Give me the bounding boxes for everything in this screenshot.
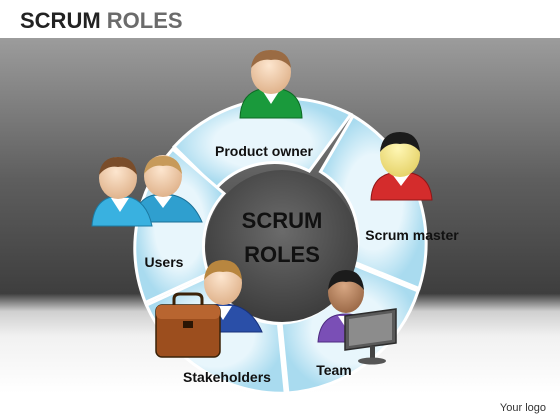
slide-title: SCRUM ROLES [20,8,183,34]
label-scrum-master: Scrum master [365,227,459,243]
title-light: ROLES [106,8,183,33]
monitor-icon [344,308,397,365]
person-red-icon [370,132,433,201]
person-cyan-icon [91,157,153,227]
person-green-icon [239,50,303,119]
label-users: Users [145,254,184,270]
center-line2: ROLES [244,242,320,267]
person-tan-icon [133,155,203,223]
label-stakeholders: Stakeholders [183,369,271,385]
logo-text: Your logo [499,402,546,414]
label-product-owner: Product owner [215,143,314,159]
center-hub [206,170,358,322]
center-line1: SCRUM [242,208,323,233]
title-bold: SCRUM [20,8,101,33]
briefcase-icon [155,292,221,358]
label-team: Team [316,362,352,378]
segment-product-owner [172,96,354,191]
